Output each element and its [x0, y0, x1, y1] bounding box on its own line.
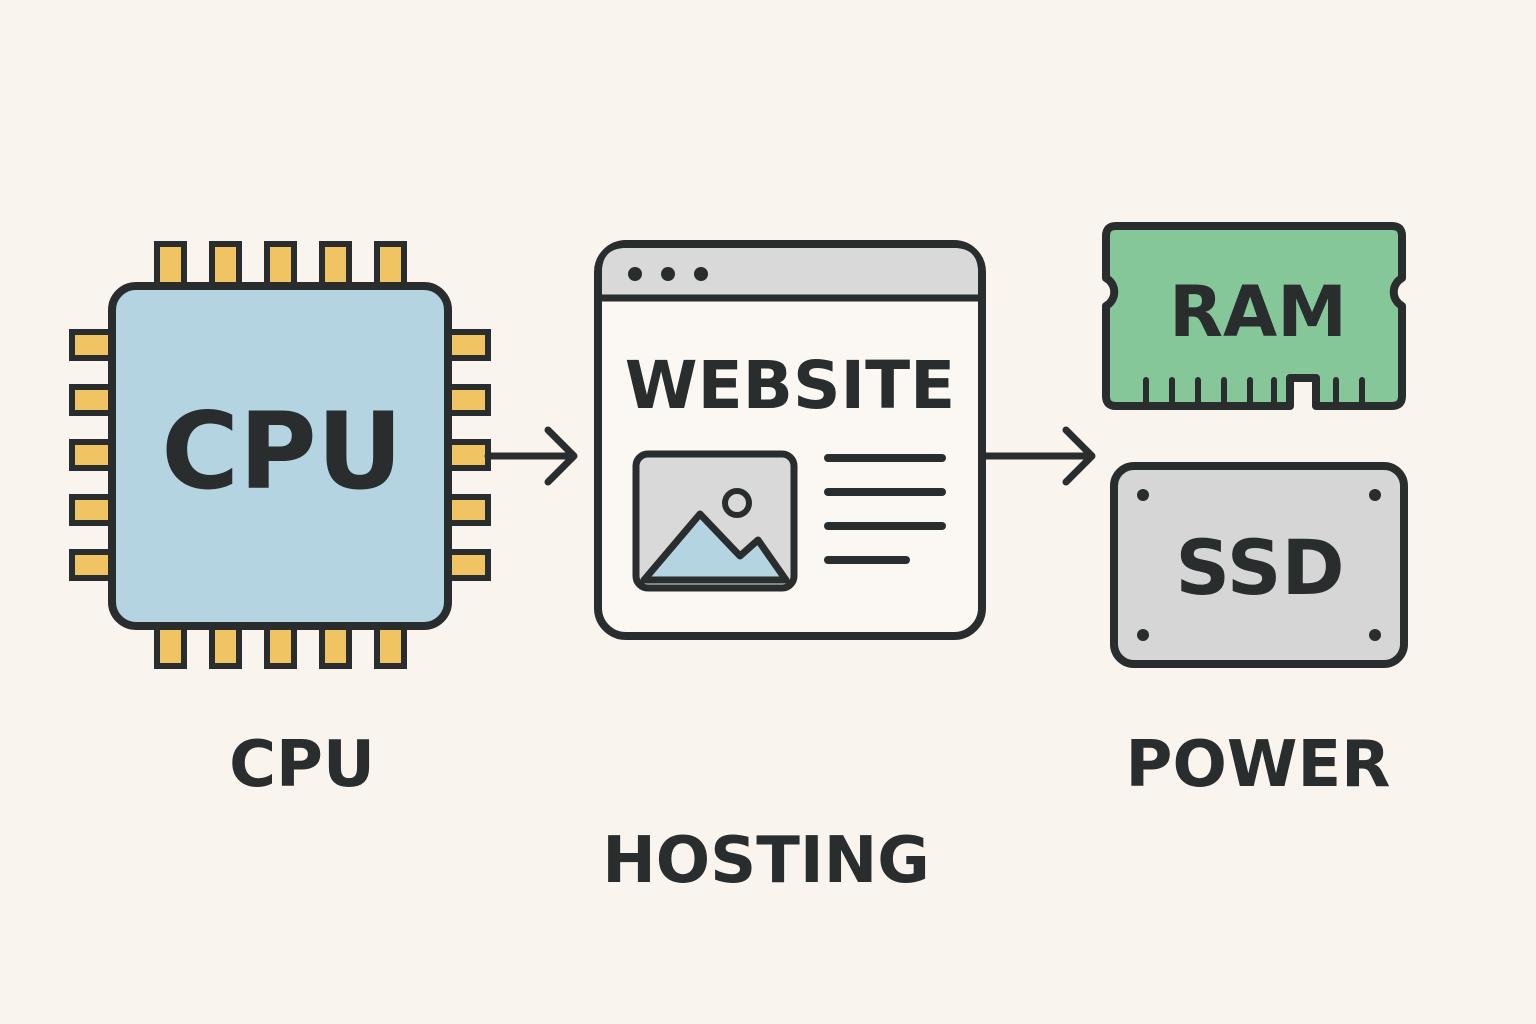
browser-title-bar	[602, 248, 978, 298]
cpu-body	[108, 282, 452, 630]
arrow-right-icon	[978, 426, 1096, 486]
power-caption: POWER	[1126, 728, 1391, 802]
screw-icon	[1137, 629, 1149, 641]
window-dot-icon	[628, 267, 642, 281]
window-dot-icon	[694, 267, 708, 281]
ram-module-icon: RAM	[1102, 222, 1406, 410]
ram-label: RAM	[1169, 271, 1347, 353]
website-title: WEBSITE	[625, 347, 955, 424]
ram-contacts	[1143, 377, 1365, 405]
ssd-drive-icon: SSD	[1110, 462, 1408, 668]
browser-window-icon: WEBSITE	[594, 240, 986, 640]
screw-icon	[1369, 489, 1381, 501]
cpu-caption: CPU	[229, 728, 375, 802]
ram-body	[1102, 222, 1406, 410]
cpu-chip-text: CPU	[161, 390, 403, 513]
image-icon	[632, 450, 798, 592]
screw-icon	[1369, 629, 1381, 641]
window-dot-icon	[661, 267, 675, 281]
hosting-caption: HOSTING	[602, 824, 930, 898]
text-lines-icon	[824, 454, 946, 564]
ssd-label: SSD	[1175, 523, 1344, 612]
screw-icon	[1137, 489, 1149, 501]
cpu-chip-icon: CPU	[69, 241, 491, 669]
ssd-body	[1110, 462, 1408, 668]
arrow-right-icon	[484, 426, 578, 486]
